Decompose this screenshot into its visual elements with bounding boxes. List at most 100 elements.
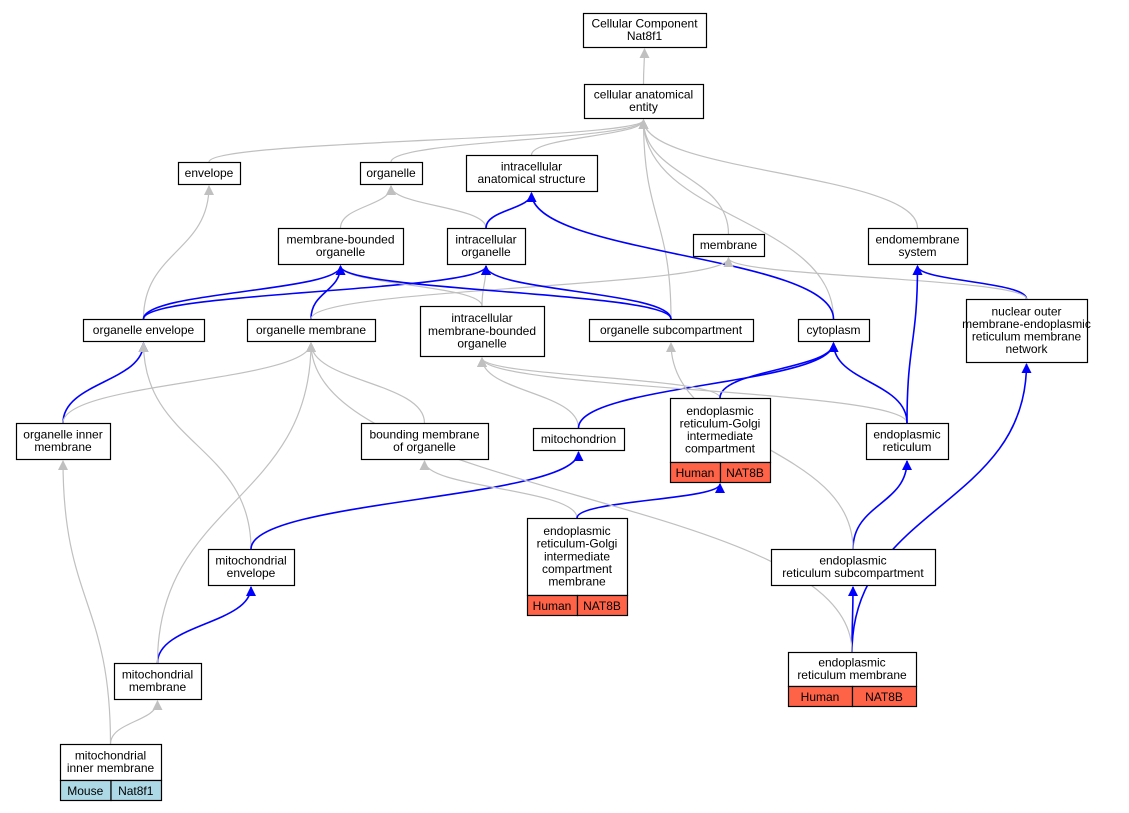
gene-tag-label: Nat8f1 xyxy=(118,784,154,798)
node-mbo-label-line: organelle xyxy=(316,245,366,259)
edge-imbo-to-mbo xyxy=(335,265,483,307)
edge-mmem-to-menv xyxy=(156,586,256,664)
node-imbo-label-line: organelle xyxy=(457,336,507,350)
node-om[interactable]: organelle membrane xyxy=(246,318,377,343)
node-io-label-line: organelle xyxy=(461,245,511,259)
node-endo-label-line: endomembrane xyxy=(875,233,959,247)
node-ergic-label-line: endoplasmic xyxy=(686,404,753,418)
node-ergicm[interactable]: endoplasmicreticulum-Golgiintermediateco… xyxy=(526,517,629,617)
edge-oe-to-mbo xyxy=(142,265,346,320)
node-membrane[interactable]: membrane xyxy=(692,233,766,258)
node-mito-box xyxy=(532,427,626,452)
gene-tag-label: NAT8B xyxy=(726,466,764,480)
node-ergicm-label-line: intermediate xyxy=(544,549,610,563)
edge-er-to-endo xyxy=(906,265,923,424)
gene-tag-cell xyxy=(110,779,163,802)
node-organelle-label-line: organelle xyxy=(366,166,416,180)
node-ergic[interactable]: endoplasmicreticulum-Golgiintermediateco… xyxy=(669,397,772,484)
edge-ergic-to-imbo xyxy=(477,357,721,399)
edge-erm-to-om xyxy=(306,342,853,653)
node-mbo-label-line: membrane-bounded xyxy=(286,233,394,247)
gene-tag-cell xyxy=(851,685,918,708)
edge-imbo-to-io xyxy=(480,265,491,307)
node-io-box xyxy=(446,227,527,266)
node-ias-label-line: intracellular xyxy=(501,160,562,174)
edge-membrane-to-cae xyxy=(638,119,730,235)
node-ias-box xyxy=(465,154,599,193)
node-cyto-box xyxy=(797,318,871,343)
node-nomern-box xyxy=(965,298,1089,364)
edge-er-to-cyto xyxy=(828,342,908,424)
gene-tag-cell xyxy=(576,594,629,617)
gene-tag-label: NAT8B xyxy=(583,599,621,613)
node-mim-box xyxy=(59,743,163,782)
node-cae-label-line: entity xyxy=(629,100,658,114)
edge-envelope-to-cae xyxy=(208,119,649,163)
node-bmo-box xyxy=(360,422,490,461)
edge-om-to-membrane xyxy=(310,257,734,320)
gene-tag-cell xyxy=(719,461,772,484)
node-ergic-label-line: compartment xyxy=(685,442,756,456)
edge-oe-to-io xyxy=(142,265,491,320)
edge-mbo-to-organelle xyxy=(339,185,396,229)
node-mito[interactable]: mitochondrion xyxy=(532,427,626,452)
node-mmem-label-line: mitochondrial xyxy=(122,668,193,682)
species-tag-label: Human xyxy=(533,599,572,613)
node-imbo-label-line: membrane-bounded xyxy=(428,324,536,338)
edge-organelle-to-cae xyxy=(390,119,649,163)
edge-osub-to-cae xyxy=(638,119,672,320)
node-envelope-label-line: envelope xyxy=(185,166,234,180)
node-ergicm-label-line: compartment xyxy=(542,562,613,576)
edge-bmo-to-om xyxy=(306,342,426,424)
node-om-box xyxy=(246,318,377,343)
node-ergic-box xyxy=(669,397,772,464)
node-ergicm-label-line: membrane xyxy=(548,575,606,589)
node-cc-label-line: Cellular Component xyxy=(591,17,698,31)
node-cyto[interactable]: cytoplasm xyxy=(797,318,871,343)
node-mito-label-line: mitochondrion xyxy=(541,432,616,446)
node-ersub-label-line: endoplasmic xyxy=(819,554,886,568)
node-organelle[interactable]: organelle xyxy=(359,161,424,186)
edges-layer xyxy=(58,48,1032,745)
node-cae-label-line: cellular anatomical xyxy=(594,88,693,102)
node-menv-label-line: mitochondrial xyxy=(215,554,286,568)
node-envelope-box xyxy=(177,161,242,186)
gene-tag-label: NAT8B xyxy=(865,690,903,704)
node-osub-box xyxy=(588,318,755,343)
node-osub[interactable]: organelle subcompartment xyxy=(588,318,755,343)
node-imbo-box xyxy=(419,305,546,358)
node-mmem-label-line: membrane xyxy=(129,680,187,694)
edge-mmem-to-om xyxy=(156,342,316,664)
node-oim-box xyxy=(15,422,112,461)
node-ersub-label-line: reticulum subcompartment xyxy=(782,566,924,580)
edge-menv-to-oe xyxy=(138,342,252,550)
node-envelope[interactable]: envelope xyxy=(177,161,242,186)
node-cc-label-line: Nat8f1 xyxy=(627,29,663,43)
node-erm-label-line: reticulum membrane xyxy=(797,668,907,682)
node-oe[interactable]: organelle envelope xyxy=(82,318,206,343)
edge-mito-to-imbo xyxy=(477,357,580,429)
node-nomern[interactable]: nuclear outermembrane-endoplasmicreticul… xyxy=(962,298,1091,364)
node-ergicm-label-line: endoplasmic xyxy=(543,524,610,538)
node-mmem-box xyxy=(113,662,203,701)
node-mim-label-line: mitochondrial xyxy=(75,749,146,763)
edge-ergicm-to-ergic xyxy=(576,483,725,519)
node-bmo-label-line: bounding membrane xyxy=(369,428,479,442)
node-nomern-label-line: network xyxy=(1005,342,1048,356)
edge-ergicm-to-bmo xyxy=(419,460,578,519)
